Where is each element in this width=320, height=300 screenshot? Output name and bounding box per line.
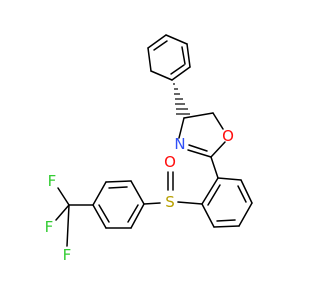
bond [105,180,132,183]
nitrogen-atom: N [174,135,185,153]
fluorine-atom-1: F [48,172,57,190]
bond [201,203,215,228]
molecule-diagram: N O O S F F F [45,34,253,264]
bond [178,117,185,139]
bond [212,112,224,130]
bond [210,156,219,179]
sulfur-atom: S [165,193,175,211]
double-bond-inner [153,40,168,51]
double-bond-inner [108,186,128,189]
oxazoline-ring [178,112,226,158]
double-bond-inner [170,64,185,75]
bond [177,201,203,205]
bond [55,204,70,221]
bond [171,66,191,81]
bond [147,47,152,72]
double-bond-inner [127,204,139,223]
bond [186,43,191,68]
bond [238,202,253,227]
ring-oxygen-atom: O [222,127,234,145]
trifluoromethyl-phenyl-ring [92,180,145,229]
structure-svg: N O O S F F F [45,34,253,264]
fluorine-atom-3: F [63,246,72,264]
bond [130,203,145,229]
bond [57,187,70,206]
sulfoxide-oxygen-atom: O [164,153,176,171]
bond [210,141,226,158]
top-phenyl-ring [147,34,191,81]
bond [240,179,253,204]
double-bond-inner [181,46,186,65]
double-bond-inner [216,219,236,222]
central-phenyl-ring [201,177,253,228]
bond [66,204,70,247]
bond [92,204,107,229]
bond [130,180,145,205]
bond [201,177,219,205]
double-bond-inner [188,144,208,152]
double-bond-inner [98,204,110,223]
bond [147,34,167,49]
bond [183,112,214,119]
bond [92,181,107,206]
fluorine-atom-2: F [45,218,54,236]
hashed-wedge-bond [173,83,190,115]
bond [187,149,212,158]
bond [143,202,161,205]
bond [150,70,173,81]
bond [165,34,188,45]
bond [213,225,240,228]
double-bond-inner [207,184,221,206]
bond [217,177,242,181]
double-bond-inner [237,185,247,203]
